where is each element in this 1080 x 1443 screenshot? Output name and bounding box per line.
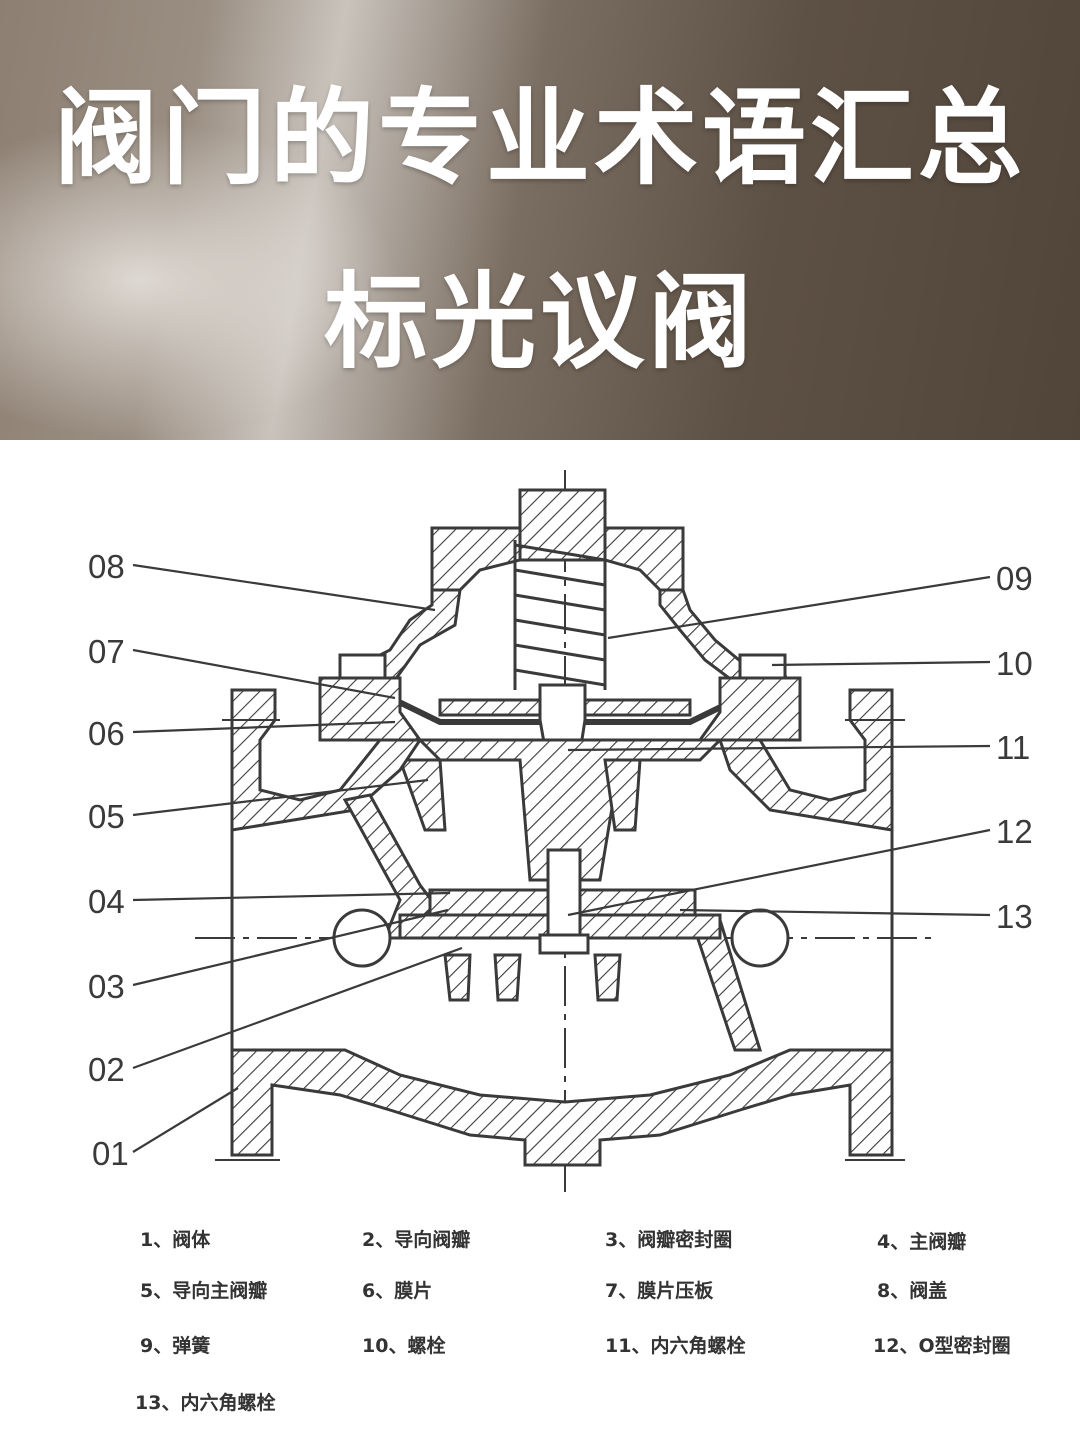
callout-07: 07 — [88, 633, 125, 670]
lower-fin-3 — [593, 953, 622, 1002]
leader-10 — [771, 660, 991, 667]
leader-11 — [567, 744, 991, 752]
callout-03: 03 — [88, 968, 125, 1005]
legend-item: 5、导向主阀瓣 — [140, 1280, 268, 1302]
callout-04: 04 — [88, 883, 125, 920]
hex-bolt-13 — [546, 848, 582, 937]
legend-item: 10、螺栓 — [362, 1335, 446, 1357]
legend-item: 1、阀体 — [140, 1229, 211, 1251]
callout-08: 08 — [88, 548, 125, 585]
leader-01 — [132, 1087, 239, 1153]
legend-item: 8、阀盖 — [877, 1280, 948, 1302]
legend-item: 11、内六角螺栓 — [605, 1335, 746, 1357]
callout-06: 06 — [88, 715, 125, 752]
bore-circle-left — [332, 908, 392, 968]
lower-fin-2 — [493, 953, 522, 1002]
header-sheen — [0, 120, 400, 440]
guide-fin-right — [603, 758, 642, 832]
callout-12: 12 — [996, 813, 1033, 850]
legend-item: 6、膜片 — [362, 1280, 433, 1302]
callout-13: 13 — [996, 898, 1033, 935]
bolt-right-head — [738, 653, 787, 682]
callout-11: 11 — [996, 729, 1030, 766]
leader-03 — [132, 908, 449, 987]
lower-fin-1 — [443, 953, 472, 1002]
callout-05: 05 — [88, 798, 125, 835]
parts-legend: 1、阀体 2、导向阀瓣 3、阀瓣密封圈 4、主阀瓣 5、导向主阀瓣 6、膜片 7… — [0, 1215, 1080, 1435]
valve-cross-section-diagram: 08 07 06 05 04 03 02 01 09 10 11 12 13 — [88, 470, 1033, 1195]
bolt-nut — [538, 933, 590, 955]
cover-flange-right — [697, 676, 802, 742]
leader-12 — [567, 828, 991, 917]
page-title: 阀门的专业术语汇总 — [53, 77, 1026, 199]
legend-item: 7、膜片压板 — [605, 1280, 714, 1302]
callout-02: 02 — [88, 1051, 125, 1088]
header-banner: 阀门的专业术语汇总 标光议阀 — [0, 0, 1080, 440]
callout-01: 01 — [92, 1135, 129, 1172]
leader-07 — [132, 648, 396, 700]
leader-05 — [132, 778, 429, 817]
leader-02 — [132, 946, 463, 1070]
legend-item: 13、内六角螺栓 — [135, 1392, 276, 1414]
leader-06 — [132, 720, 396, 734]
legend-item: 4、主阀瓣 — [877, 1231, 967, 1253]
legend-item: 12、O型密封圈 — [873, 1335, 1011, 1357]
guide-fin-left — [397, 758, 447, 832]
leader-13 — [679, 908, 991, 917]
callout-09: 09 — [996, 560, 1033, 597]
page-subtitle: 标光议阀 — [323, 261, 756, 383]
leader-04 — [132, 891, 451, 902]
legend-item: 9、弹簧 — [140, 1335, 211, 1357]
bonnet-top — [430, 526, 522, 592]
leader-09 — [607, 575, 991, 640]
spring — [513, 540, 607, 690]
leader-08 — [132, 563, 436, 612]
stem — [416, 738, 724, 882]
callout-10: 10 — [996, 645, 1033, 682]
legend-item: 2、导向阀瓣 — [362, 1229, 471, 1251]
legend-item: 3、阀瓣密封圈 — [605, 1229, 733, 1251]
bolt-left-head — [338, 653, 387, 682]
bore-circle-right — [730, 908, 790, 968]
body-lower — [230, 1048, 894, 1167]
